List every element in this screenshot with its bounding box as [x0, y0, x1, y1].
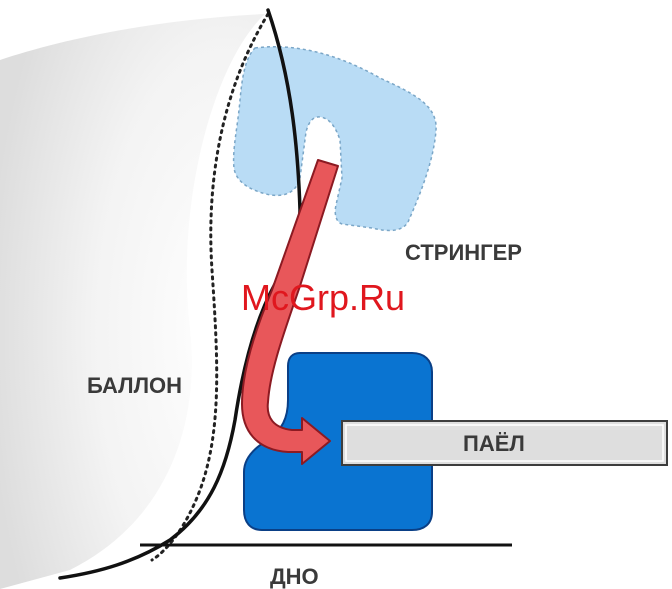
- watermark-text: McGrp.Ru: [241, 277, 405, 318]
- balloon-shading: [0, 14, 265, 589]
- bottom-label: ДНО: [270, 564, 319, 589]
- stringer-label: СТРИНГЕР: [405, 240, 522, 265]
- balloon-label: БАЛЛОН: [87, 373, 182, 398]
- floor-label: ПАЁЛ: [463, 431, 525, 456]
- stringer-profile: [234, 47, 437, 231]
